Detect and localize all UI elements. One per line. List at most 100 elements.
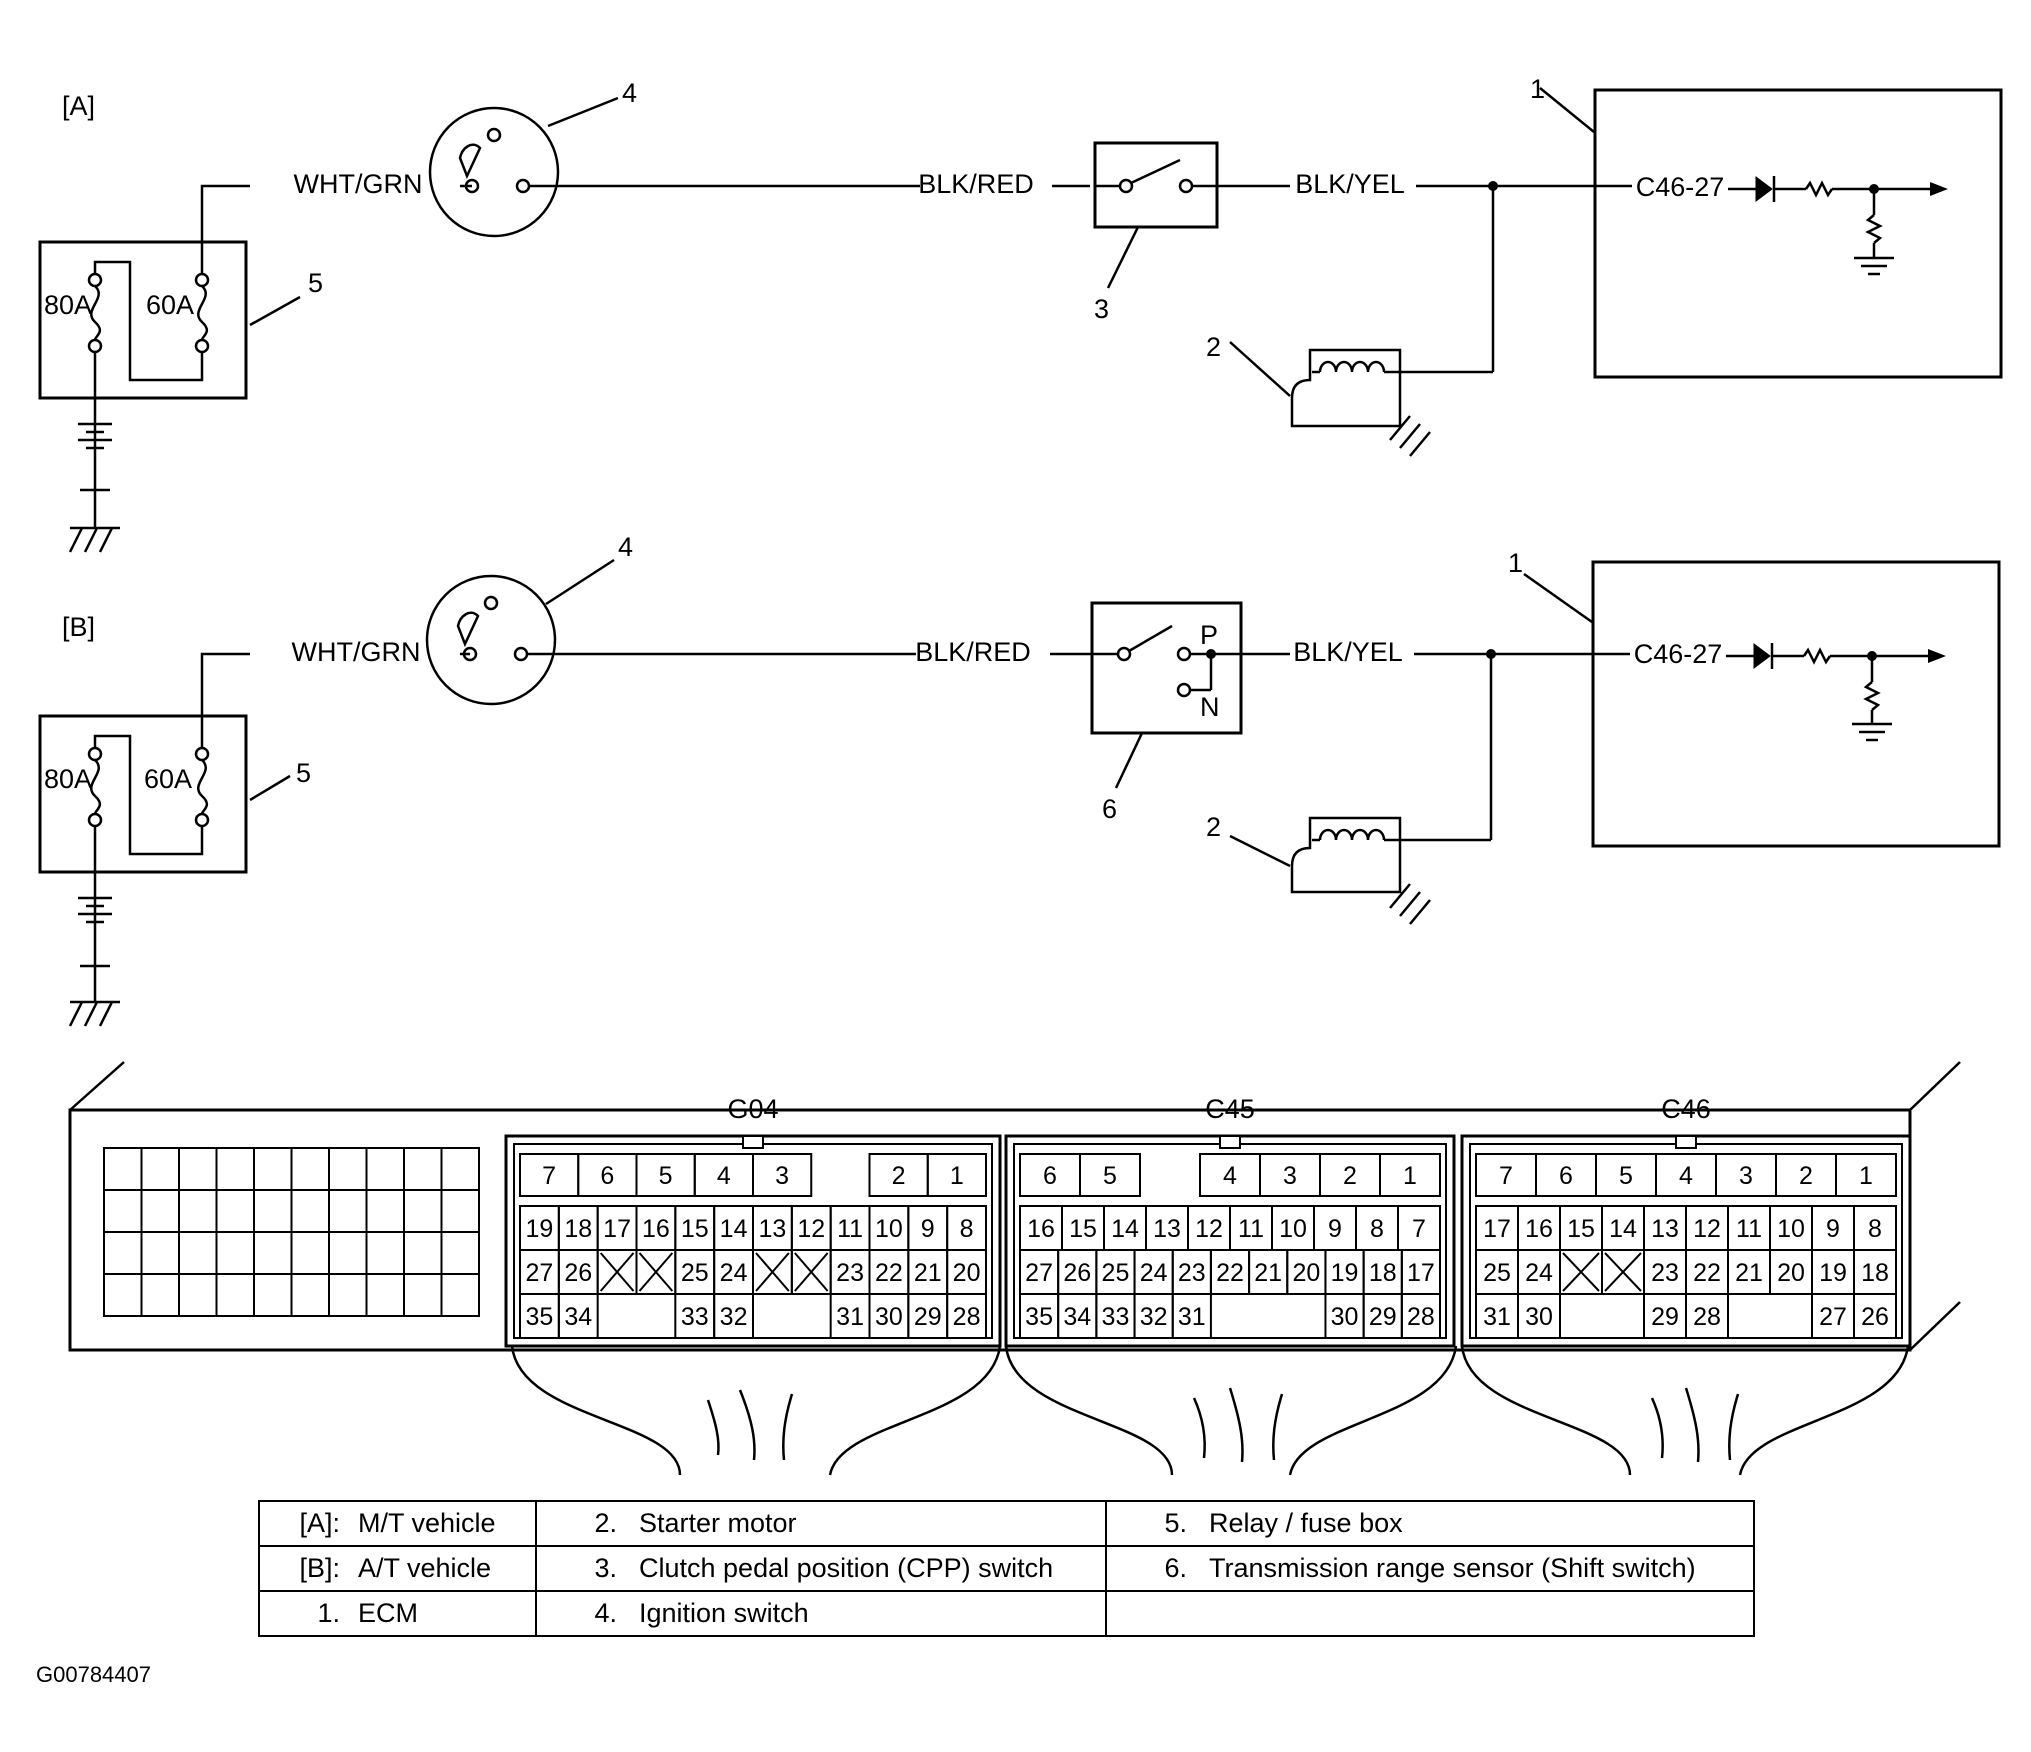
legend-key: 5. xyxy=(1164,1508,1187,1538)
pin-label: 10 xyxy=(1279,1215,1307,1243)
pin-label: 20 xyxy=(953,1259,981,1287)
pin-label: 3 xyxy=(775,1162,789,1190)
pin-label: 17 xyxy=(1483,1215,1511,1243)
ecm-terminal-label-b: C46-27 xyxy=(1634,639,1723,669)
battery-b xyxy=(78,826,112,980)
pin-label: 6 xyxy=(1559,1162,1573,1190)
legend-key: 3. xyxy=(594,1553,617,1583)
pin-label: 4 xyxy=(717,1162,731,1190)
wire-label-blk-red-b: BLK/RED xyxy=(915,637,1031,667)
switch-position-n: N xyxy=(1200,692,1220,722)
pin-label: 14 xyxy=(1609,1215,1637,1243)
legend-text: Relay / fuse box xyxy=(1209,1508,1403,1538)
ecm-box-b xyxy=(1591,560,2001,848)
pin-label: 27 xyxy=(526,1259,554,1287)
chassis-ground-icon-a xyxy=(68,505,120,553)
pin-label: 11 xyxy=(1238,1215,1264,1243)
relay-fuse-box-a xyxy=(38,240,248,400)
pin-label: 29 xyxy=(1651,1303,1679,1331)
pin-label: 1 xyxy=(950,1162,964,1190)
pin-label: 28 xyxy=(953,1303,981,1331)
pin-label: 33 xyxy=(681,1303,709,1331)
pin-label: 12 xyxy=(1195,1215,1223,1243)
battery-a xyxy=(78,352,112,505)
pin-label: 11 xyxy=(837,1215,863,1243)
callout-relay-box-a: 5 xyxy=(308,268,323,298)
callout-ignition-b: 4 xyxy=(618,532,633,562)
pin-label: 31 xyxy=(836,1303,864,1331)
pin-label: 24 xyxy=(720,1259,748,1287)
pin-label: 26 xyxy=(1861,1303,1889,1331)
legend-text: Starter motor xyxy=(639,1508,797,1538)
fuse-60a-a xyxy=(194,272,210,354)
pin-label: 33 xyxy=(1102,1303,1130,1331)
legend-key: 1. xyxy=(317,1598,340,1628)
pin-label: 12 xyxy=(1693,1215,1721,1243)
wire-label-blk-yel-a: BLK/YEL xyxy=(1295,169,1405,199)
starter-ground-icon-a xyxy=(1389,415,1431,457)
pin-label: 10 xyxy=(1777,1215,1805,1243)
pin-label: 16 xyxy=(642,1215,670,1243)
pin-label: 11 xyxy=(1736,1215,1762,1243)
legend-cell xyxy=(1105,1590,1755,1637)
pin-label: 18 xyxy=(1861,1259,1889,1287)
pin-label: 18 xyxy=(1369,1259,1397,1287)
legend-cell: 2.Starter motor xyxy=(535,1500,1107,1547)
pin-label: 19 xyxy=(1331,1259,1359,1287)
pin-label: 15 xyxy=(1069,1215,1097,1243)
legend-cell: [B]:A/T vehicle xyxy=(258,1545,537,1592)
pin-label: 16 xyxy=(1525,1215,1553,1243)
legend-text: M/T vehicle xyxy=(358,1508,496,1538)
pin-label: 31 xyxy=(1178,1303,1206,1331)
legend-key: [A]: xyxy=(299,1508,340,1538)
legend-text: Clutch pedal position (CPP) switch xyxy=(639,1553,1054,1583)
legend-cell: 6.Transmission range sensor (Shift switc… xyxy=(1105,1545,1755,1592)
pin-label: 8 xyxy=(1370,1215,1384,1243)
circuit-b-tag: [B] xyxy=(62,612,95,642)
pin-label: 5 xyxy=(659,1162,673,1190)
pin-label: 30 xyxy=(1331,1303,1359,1331)
ecm-terminal-label-a: C46-27 xyxy=(1636,172,1725,202)
pin-label: 4 xyxy=(1679,1162,1693,1190)
pin-label: 17 xyxy=(603,1215,631,1243)
ignition-switch-a xyxy=(428,106,560,238)
pin-label: 27 xyxy=(1025,1259,1053,1287)
starter-motor-a xyxy=(1290,348,1402,428)
chassis-ground-icon-b xyxy=(68,980,120,1027)
legend-key: 4. xyxy=(594,1598,617,1628)
pin-label: 7 xyxy=(542,1162,556,1190)
transmission-range-sensor-b xyxy=(1090,601,1243,735)
pin-label: 21 xyxy=(1735,1259,1763,1287)
pin-label: 7 xyxy=(1499,1162,1513,1190)
pin-label: 9 xyxy=(921,1215,935,1243)
legend-cell: 5. Relay / fuse box xyxy=(1105,1500,1755,1547)
pin-label: 3 xyxy=(1739,1162,1753,1190)
pin-label: 19 xyxy=(1819,1259,1847,1287)
pin-label: 15 xyxy=(681,1215,709,1243)
pin-label: 8 xyxy=(960,1215,974,1243)
pin-label: 23 xyxy=(1651,1259,1679,1287)
pin-label: 13 xyxy=(1153,1215,1181,1243)
blank-pin-grid xyxy=(103,1147,480,1317)
starter-motor-b xyxy=(1290,816,1402,894)
pin-label: 17 xyxy=(1407,1259,1435,1287)
pin-label: 23 xyxy=(836,1259,864,1287)
pin-label: 26 xyxy=(564,1259,592,1287)
wire-label-wht-grn-a: WHT/GRN xyxy=(294,169,423,199)
relay-fuse-box-b xyxy=(38,714,248,874)
connector-name: G04 xyxy=(727,1094,778,1124)
pin-label: 2 xyxy=(1343,1162,1357,1190)
pin-label: 30 xyxy=(875,1303,903,1331)
pin-label: 13 xyxy=(1651,1215,1679,1243)
pin-label: 20 xyxy=(1292,1259,1320,1287)
circuit-a-tag: [A] xyxy=(62,91,95,121)
pin-label: 35 xyxy=(1025,1303,1053,1331)
legend-text: A/T vehicle xyxy=(358,1553,492,1583)
pin-label: 35 xyxy=(526,1303,554,1331)
pin-label: 1 xyxy=(1403,1162,1417,1190)
